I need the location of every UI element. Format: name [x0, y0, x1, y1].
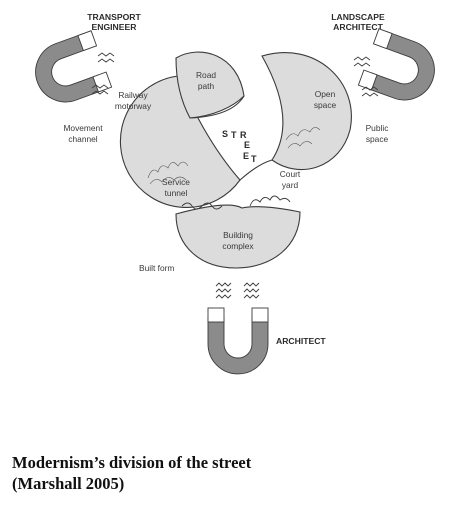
transport-heading-line2: ENGINEER [92, 22, 138, 32]
movement-label-line1: Movement [63, 123, 103, 133]
figure-caption: Modernism’s division of the street (Mars… [12, 452, 452, 494]
street-letter-t2: T [251, 154, 257, 164]
sector-railway-motorway: Railway motorway [115, 75, 241, 208]
movement-label-line2: channel [68, 134, 97, 144]
street-void-outline [189, 95, 273, 181]
caption-line2: (Marshall 2005) [12, 474, 125, 493]
sector-open-space: Open space [261, 51, 352, 170]
transport-heading-line1: TRANSPORT [87, 12, 141, 22]
service-label-line2: tunnel [165, 188, 188, 198]
sector-road-path: Road path [175, 51, 245, 119]
railway-label-line2: motorway [115, 101, 152, 111]
street-letter-e2: E [243, 151, 250, 161]
street-letters: S T R E E T [222, 129, 257, 164]
building-label-line1: Building [223, 230, 253, 240]
street-letter-s: S [222, 129, 229, 139]
built-form-label: Built form [139, 263, 174, 273]
caption-line1: Modernism’s division of the street [12, 453, 252, 472]
horseshoe-magnet-icon [357, 28, 435, 101]
architect-magnet: ARCHITECT [207, 282, 326, 375]
service-label-line1: Service [162, 177, 190, 187]
building-label-line2: complex [222, 241, 254, 251]
architect-heading: ARCHITECT [276, 336, 326, 346]
open-label-line1: Open [315, 89, 336, 99]
street-letter-t1: T [231, 130, 237, 140]
road-label-line1: Road [196, 70, 216, 80]
railway-label-line1: Railway [118, 90, 148, 100]
public-label-line1: Public [366, 123, 389, 133]
street-letter-r: R [240, 130, 247, 140]
landscape-heading-line1: LANDSCAPE [331, 12, 385, 22]
open-label-line2: space [314, 100, 337, 110]
sector-building-complex: Building complex [175, 195, 301, 269]
street-letter-e1: E [244, 140, 251, 150]
transport-engineer-magnet: TRANSPORT ENGINEER [35, 12, 141, 103]
public-label-line2: space [366, 134, 389, 144]
street-division-diagram: Railway motorway Road path Open space Bu… [35, 12, 435, 375]
landscape-heading-line2: ARCHITECT [333, 22, 383, 32]
court-label-line2: yard [282, 180, 299, 190]
horseshoe-magnet-icon [207, 307, 269, 375]
horseshoe-magnet-icon [35, 30, 113, 103]
landscape-architect-magnet: LANDSCAPE ARCHITECT [331, 12, 435, 101]
court-label-line1: Court [280, 169, 301, 179]
road-label-line2: path [198, 81, 215, 91]
